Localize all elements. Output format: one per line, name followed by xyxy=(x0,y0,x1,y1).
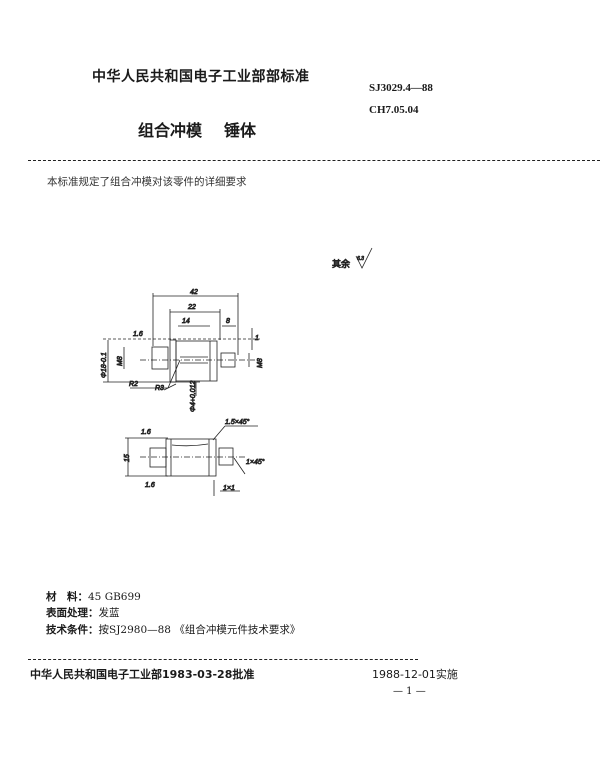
tech-value: 按SJ2980—88 《组合冲模元件技术要求》 xyxy=(98,624,301,636)
lower-view xyxy=(125,425,258,496)
issuer-heading: 中华人民共和国电子工业部部标准 xyxy=(92,69,310,85)
dim-diameter: Φ18-0.1 xyxy=(101,352,108,378)
dim-small-step: 1 xyxy=(255,335,259,342)
dim-right-length: 8 xyxy=(226,318,230,325)
dim-undercut: 1×1 xyxy=(223,485,235,492)
surface-line: 表面处理：发蓝 xyxy=(46,605,120,620)
dim-chamfer-2: 1×45° xyxy=(246,458,265,466)
roughness-label-3: 1.6 xyxy=(145,482,155,489)
dim-thread-right: M8 xyxy=(257,358,264,368)
dim-thread-left: M8 xyxy=(117,356,124,366)
dim-radius-r2: R2 xyxy=(129,381,138,388)
roughness-note: 其余 xyxy=(332,258,350,269)
classification-code: CH7.05.04 xyxy=(369,104,419,116)
title-part2: 锤体 xyxy=(224,121,257,140)
material-line: 材 料：45 GB699 xyxy=(46,589,141,604)
surface-label: 表面处理： xyxy=(46,607,99,619)
dim-chamfer-1: 1.5×45° xyxy=(225,418,250,426)
title-part1: 组合冲模 xyxy=(138,121,203,140)
roughness-value: 6.3 xyxy=(357,256,364,262)
roughness-symbol-icon xyxy=(355,247,373,269)
tech-label: 技术条件： xyxy=(46,624,99,636)
dim-sub-length: 14 xyxy=(182,318,190,325)
footer-divider xyxy=(28,659,418,660)
dim-height: 15 xyxy=(124,454,131,462)
approval-text: 中华人民共和国电子工业部1983-03-28批准 xyxy=(30,668,255,681)
roughness-label-1: 1.6 xyxy=(133,331,143,338)
intro-text: 本标准规定了组合冲模对该零件的详细要求 xyxy=(47,176,247,188)
document-title: 组合冲模 锤体 xyxy=(138,117,256,141)
header-divider xyxy=(28,160,600,161)
standard-code: SJ3029.4—88 xyxy=(369,82,433,94)
dim-hole: Φ4+0.012 xyxy=(190,381,197,412)
tech-line: 技术条件：按SJ2980—88 《组合冲模元件技术要求》 xyxy=(46,622,300,637)
upper-view xyxy=(103,293,260,396)
surface-value: 发蓝 xyxy=(98,607,120,619)
effective-date: 1988-12-01实施 xyxy=(372,668,458,681)
material-value: 45 GB699 xyxy=(88,591,141,603)
dim-overall-length: 42 xyxy=(190,289,198,296)
page-number: — 1 — xyxy=(393,686,426,697)
dim-body-length: 22 xyxy=(187,304,196,311)
roughness-label-2: 1.6 xyxy=(141,429,151,436)
dim-radius-r3: R3 xyxy=(155,385,164,392)
material-label: 材 料： xyxy=(46,591,88,603)
